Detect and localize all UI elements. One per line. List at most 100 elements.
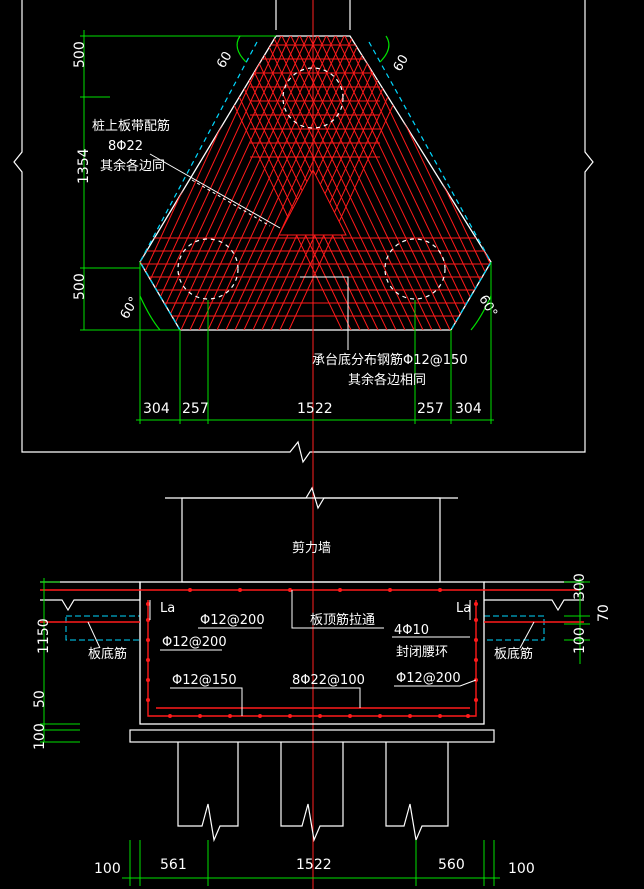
slab-bottom-left: 板底筋 [88,646,127,662]
rebar-line [252,36,390,330]
rebar-line [140,36,273,330]
plan-dim-500-top: 500 [72,41,88,68]
rebar-dot [146,678,150,682]
sec-dim-100-right: 100 [572,627,588,654]
rebar-dot [146,602,150,606]
rebar-dot [168,714,172,718]
slab-top-note: 板顶筋拉通 [310,612,375,628]
plan-dim-horizontal [136,262,494,424]
shear-wall [181,497,441,583]
shear-wall-label: 剪力墙 [292,540,331,556]
rebar-dot [474,658,478,662]
rebar-line [140,36,237,330]
section-dim-left [40,578,80,743]
rebar-dot [146,658,150,662]
rebar-dot [198,714,202,718]
sec-dim-50: 50 [32,690,48,708]
sec-dim-100-b-right: 100 [508,861,535,877]
rebar-line [153,36,291,330]
angle-label-tl: 60 [214,49,235,71]
angle-label-bl: 60° [118,294,143,321]
rebar-dot [228,714,232,718]
note-pile-strip-1: 桩上板带配筋 [92,118,170,134]
pile-top [282,67,344,129]
pile-right [384,238,446,300]
la-left: La [160,601,175,616]
section-dim-right [564,578,590,664]
rebar-dot [288,714,292,718]
angle-label-tr: 60 [391,52,412,74]
rebar-line [144,36,282,330]
rebar-dot [348,714,352,718]
rebar-dot [146,698,150,702]
sec-dim-560: 560 [438,857,465,873]
rebar-line [261,36,399,330]
rebar-dot [238,588,242,592]
rebar-line [326,36,469,330]
rebar-dot [438,588,442,592]
plan-dim-1354: 1354 [76,148,92,184]
rebar-dot [146,618,150,622]
sec-dim-70: 70 [596,604,612,622]
rebar-line [290,36,433,330]
rebar-line [207,36,345,330]
section-dim-bottom [122,840,500,886]
rebar-dot [378,714,382,718]
plan-dim-304-right: 304 [455,401,482,417]
rebar-dot [474,698,478,702]
section-piles [177,742,449,843]
rebar-line [180,36,318,330]
plan-dim-500-bot: 500 [72,273,88,300]
rebar-line [308,36,451,330]
plan-dim-1522: 1522 [297,401,333,417]
rebar-line [189,36,327,330]
section-view: 剪力墙 La La Φ12@200 [32,486,612,886]
rebar-line [299,36,442,330]
rebar-line [344,36,487,330]
ring-count-label: 4Φ10 [394,623,429,638]
rebar-low-label: Φ12@150 [172,673,237,688]
rebar-line [140,36,255,330]
rebar-line [281,36,424,330]
rebar-line [140,36,264,330]
rebar-line [263,36,406,330]
sec-dim-300: 300 [572,573,588,600]
rebar-line [272,36,415,330]
rebar-dot [474,638,478,642]
rebar-line [216,36,354,330]
pile-cap-section [139,581,485,725]
rebar-dot [318,714,322,718]
ring-spacing-label: Φ12@200 [396,671,461,686]
rebar-line [254,36,397,330]
sec-dim-561: 561 [160,857,187,873]
sec-dim-100-left: 100 [32,723,48,750]
rebar-line [140,36,246,330]
sec-dim-1150: 1150 [36,618,52,654]
plan-dim-257-right: 257 [417,401,444,417]
ring-label: 封闭腰环 [396,645,448,660]
rebar-dot [338,588,342,592]
plan-dim-vertical [80,30,276,331]
rebar-line [234,36,372,330]
rebar-line [335,36,478,330]
plan-view: 60 60 60° 60° 500 1354 500 304 257 1522 … [13,0,594,889]
rebar-dot [288,588,292,592]
pile-left [177,238,239,300]
plan-frame [13,0,594,464]
rebar-dot [438,714,442,718]
rebar-dot [146,638,150,642]
hidden-outline [139,41,258,331]
plan-dim-257-left: 257 [182,401,209,417]
rebar-dot [408,714,412,718]
rebar-line [198,36,336,330]
note-base-rebar-2: 其余各边相同 [348,372,426,388]
rebar-bottom-main-label: 8Φ22@100 [292,673,365,688]
rebar-dot [388,588,392,592]
rebar-line [227,36,370,330]
rebar-line [353,36,491,330]
note-pile-strip-3: 其余各边同 [100,158,165,174]
rebar-dot [188,588,192,592]
rebar-line [171,36,309,330]
rebar-line [225,36,363,330]
